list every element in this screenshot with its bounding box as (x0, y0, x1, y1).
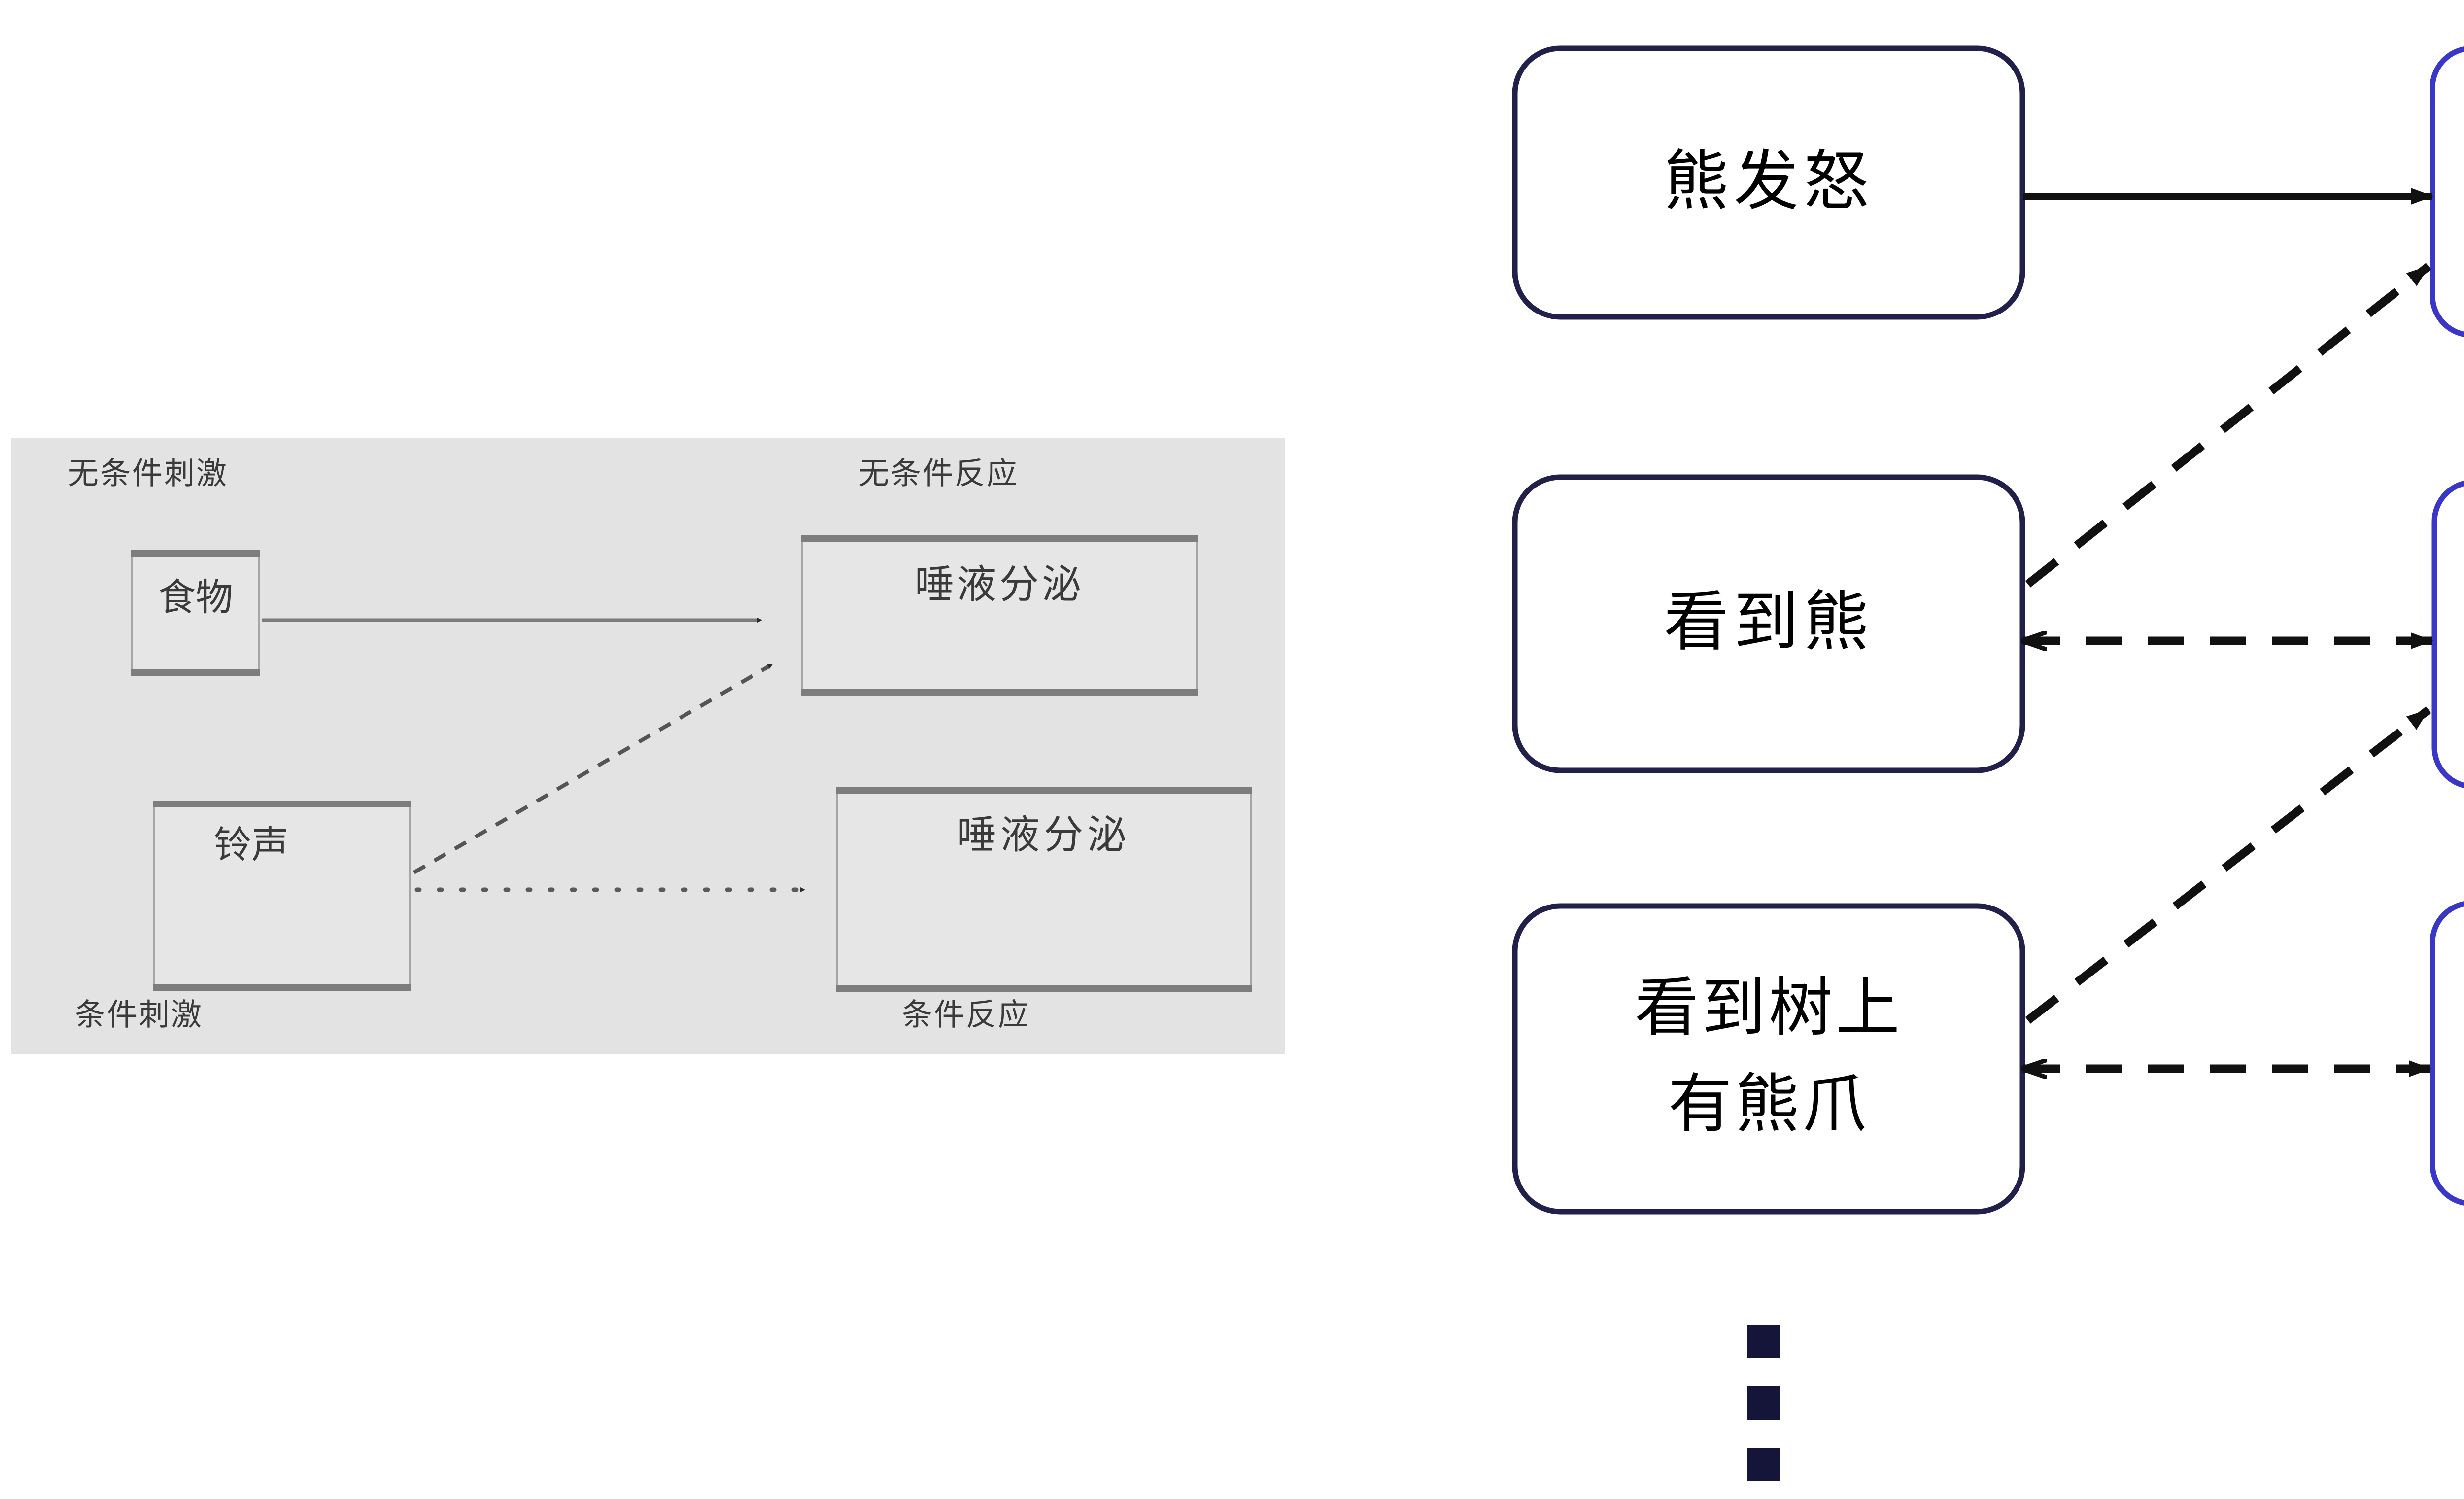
box-saliva-conditioned: 唾液分泌 (836, 787, 1252, 992)
node-see-bear-label: 看到熊 (1664, 586, 1874, 658)
node-see-claw[interactable]: 看到树上 有熊爪 (1512, 903, 2025, 1215)
label-conditioned-stimulus: 条件刺激 (75, 998, 203, 1032)
box-food-label: 食物 (158, 577, 233, 619)
box-saliva-conditioned-label: 唾液分泌 (957, 813, 1130, 857)
vertical-ellipsis-left (1747, 1325, 1780, 1481)
node-v-s[interactable]: V(s) (2430, 901, 2464, 1206)
connector-bell-to-saliva1 (412, 664, 773, 874)
connector-see-bear-to-reward (2025, 263, 2431, 588)
node-see-claw-label-line2: 有熊爪 (1668, 1068, 1869, 1140)
node-v-s-prime[interactable]: V(s′) (2431, 480, 2464, 789)
box-food: 食物 (131, 550, 260, 676)
box-saliva-unconditioned: 唾液分泌 (801, 535, 1198, 696)
node-see-claw-label-line1: 看到树上 (1635, 972, 1903, 1044)
box-saliva-unconditioned-label: 唾液分泌 (915, 562, 1084, 606)
connector-see-claw-to-vsprime (2025, 706, 2431, 1024)
label-conditioned-response: 条件反应 (902, 998, 1030, 1032)
label-unconditioned-response: 无条件反应 (858, 456, 1019, 490)
node-reward[interactable]: 奖励 (2430, 46, 2464, 337)
node-bear-angry[interactable]: 熊发怒 (1512, 45, 2025, 320)
box-bell-label: 铃声 (214, 824, 289, 866)
box-bell: 铃声 (153, 801, 411, 991)
label-unconditioned-stimulus: 无条件刺激 (68, 456, 228, 490)
node-bear-angry-label: 熊发怒 (1664, 145, 1874, 217)
node-see-bear[interactable]: 看到熊 (1512, 474, 2025, 773)
